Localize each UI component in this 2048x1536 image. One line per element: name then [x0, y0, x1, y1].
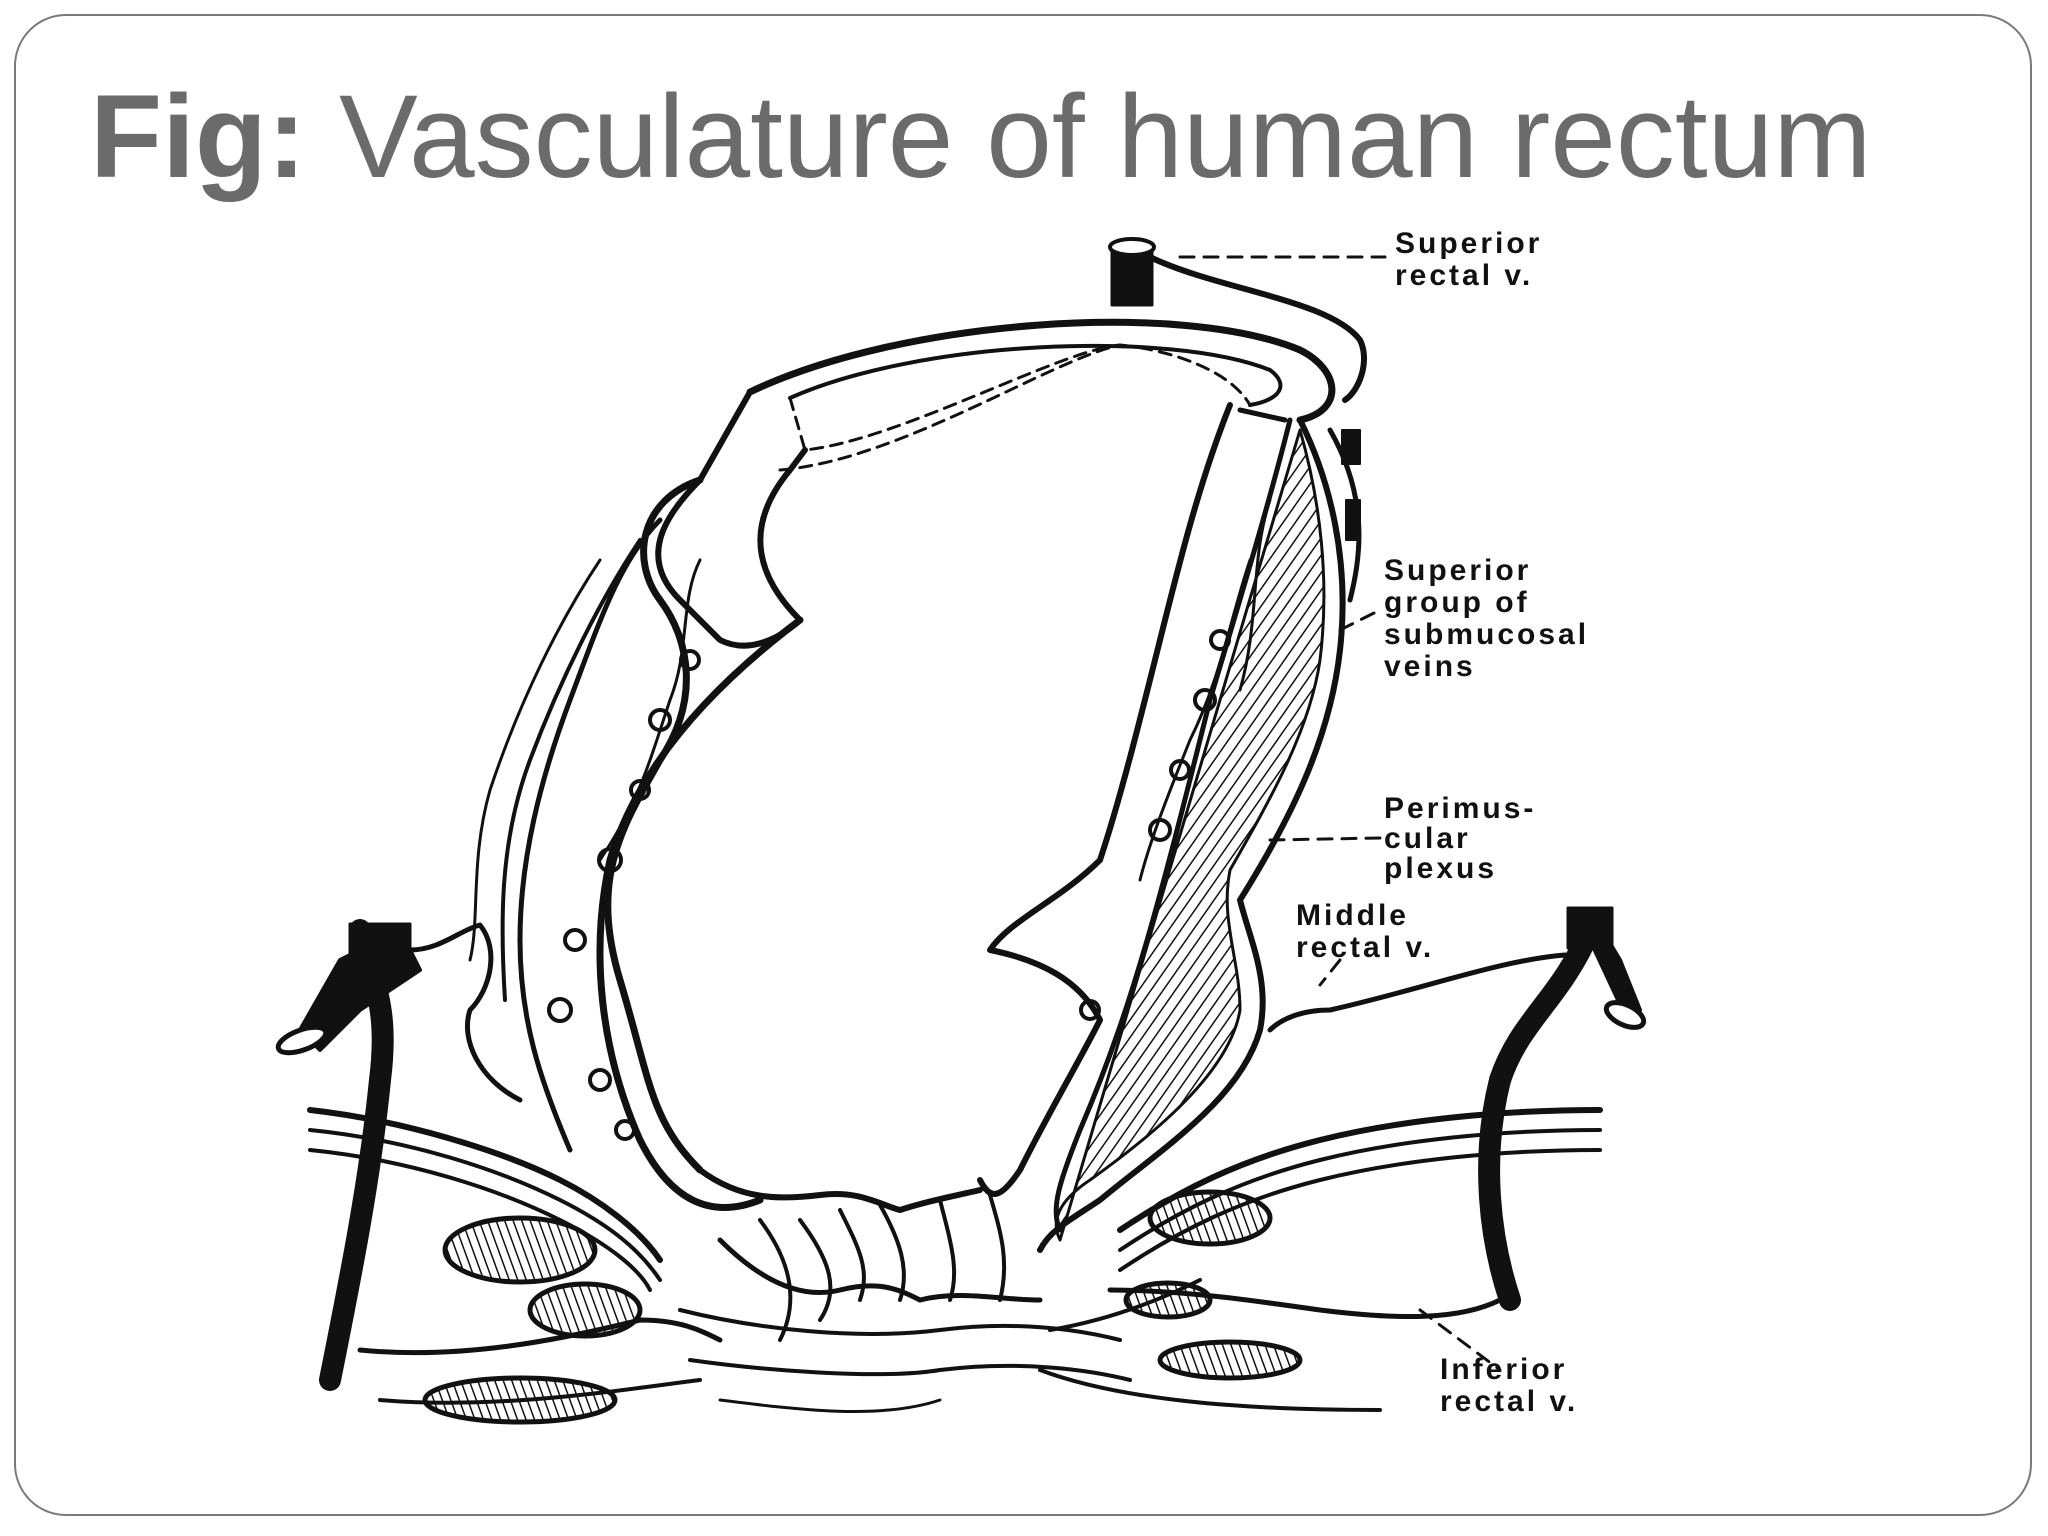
label-inferior-rectal-line1: Inferior — [1440, 1353, 1568, 1386]
label-submucosal-line1: Superior — [1384, 554, 1532, 587]
label-superior-rectal-v-line1: Superior — [1395, 227, 1543, 260]
label-perimuscular-line3: plexus — [1384, 852, 1498, 885]
label-submucosal-line2: group of — [1384, 586, 1530, 619]
right-pelvic-structures — [1038, 906, 1647, 1412]
label-submucosal-line4: veins — [1384, 650, 1476, 683]
leader-lines — [1178, 255, 1502, 1372]
rectum-left-wall — [468, 389, 808, 1211]
anal-canal — [678, 1167, 1132, 1414]
rectum-top-rim — [746, 318, 1336, 472]
label-middle-rectal-line2: rectal v. — [1296, 931, 1435, 964]
label-middle-rectal-line1: Middle — [1296, 899, 1409, 932]
label-perimuscular-line2: cular — [1384, 822, 1471, 855]
superior-rectal-vein — [1108, 237, 1367, 403]
label-perimuscular-line1: Perimus- — [1384, 792, 1537, 825]
slide-title: Fig: Vasculature of human rectum — [90, 70, 1872, 206]
title-text: Vasculature of human rectum — [339, 71, 1872, 203]
label-superior-rectal-v-line2: rectal v. — [1395, 259, 1534, 292]
left-pelvic-structures — [275, 919, 723, 1425]
label-submucosal-line3: submucosal — [1384, 618, 1590, 651]
title-prefix: Fig: — [90, 71, 307, 203]
label-inferior-rectal-line2: rectal v. — [1440, 1385, 1579, 1418]
rectum-right-wall — [977, 402, 1362, 1253]
